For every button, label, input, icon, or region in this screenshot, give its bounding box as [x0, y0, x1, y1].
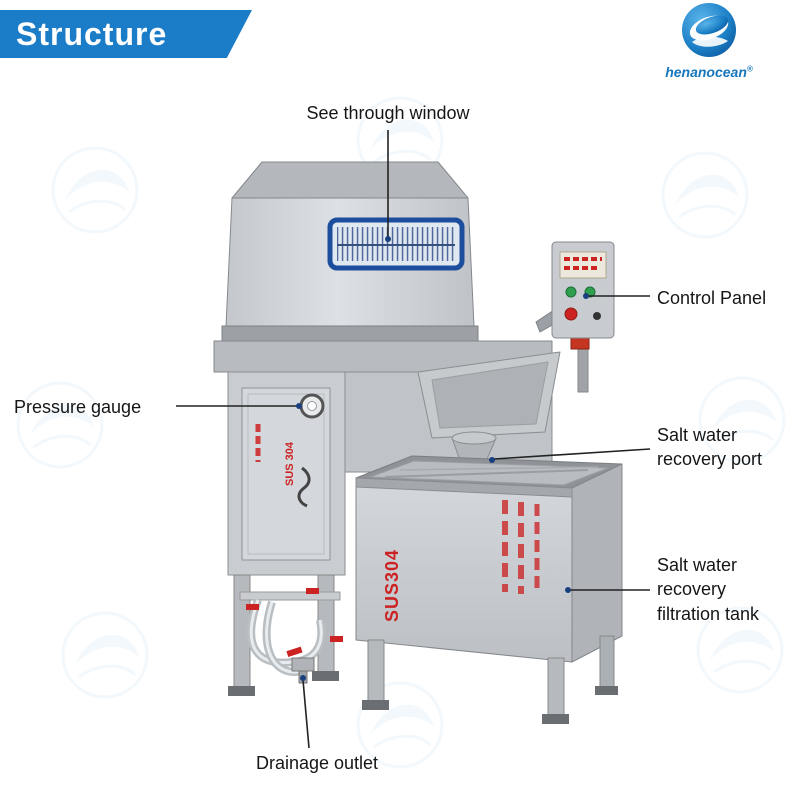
brand-name-text: henanocean	[665, 64, 747, 80]
label-control-panel: Control Panel	[657, 288, 767, 308]
page-title: Structure	[16, 15, 168, 52]
pressure-gauge	[299, 393, 325, 419]
see-through-window	[327, 217, 465, 271]
title-banner: Structure	[0, 10, 252, 58]
label-pressure-gauge: Pressure gauge	[14, 397, 142, 417]
control-button-green-1	[565, 286, 577, 298]
label-see-through-window: See through window	[306, 103, 470, 123]
hopper-tray	[417, 351, 561, 439]
label-salt-water-recovery-port: Salt water recovery port	[657, 425, 763, 470]
machine-cabinet: SUS 304	[227, 371, 346, 576]
leader-dots	[296, 236, 589, 681]
brand-registered-mark: ®	[746, 64, 753, 74]
door-sus304-marking: SUS 304	[284, 441, 296, 486]
valve-handle-3	[330, 636, 343, 642]
brand-name: henanocean®	[644, 64, 774, 80]
leader-lines	[176, 130, 651, 749]
tank-sus304-marking: SUS304	[382, 549, 402, 622]
machine-illustration: SUS 304	[176, 130, 651, 749]
control-knob	[593, 312, 601, 320]
label-drainage-outlet: Drainage outlet	[255, 753, 379, 773]
hose-hook	[297, 466, 311, 508]
control-panel-box	[535, 241, 615, 393]
label-salt-water-recovery-filtration-tank: Salt water recovery filtration tank	[657, 555, 760, 624]
brand-logo: henanocean®	[644, 0, 774, 80]
control-button-red	[564, 307, 578, 321]
valve-handle-1	[246, 604, 259, 610]
filtration-tank: SUS304	[355, 455, 623, 724]
brand-logo-mark-icon	[682, 3, 736, 57]
valve-handle-2	[306, 588, 319, 594]
